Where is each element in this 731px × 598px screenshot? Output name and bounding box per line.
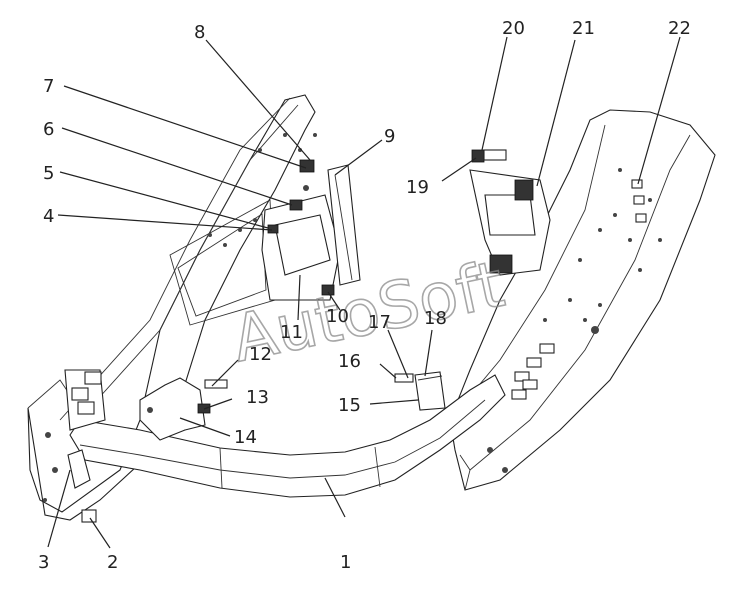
center-clip-assembly: [394, 371, 446, 411]
lower-corner-bracket: [64, 369, 106, 523]
callout-16: 16: [338, 351, 361, 372]
leader-lines: [47, 36, 681, 549]
callout-14: 14: [234, 427, 257, 448]
callout-3: 3: [38, 552, 49, 573]
callout-10: 10: [326, 306, 349, 327]
callout-13: 13: [246, 387, 269, 408]
callout-8: 8: [194, 22, 205, 43]
right-frame-rail: [449, 109, 716, 491]
callout-1: 1: [340, 552, 351, 573]
callout-22: 22: [668, 18, 691, 39]
cross-tube: [69, 374, 506, 498]
callouts: 1 2 3 4 5 6 7 8 9 10 11 12 13 14 15 16 1…: [38, 18, 691, 573]
callout-21: 21: [572, 18, 595, 39]
callout-12: 12: [249, 344, 272, 365]
left-bracket-assembly: [261, 159, 361, 301]
callout-20: 20: [502, 18, 525, 39]
callout-19: 19: [406, 177, 429, 198]
callout-15: 15: [338, 395, 361, 416]
callout-11: 11: [280, 322, 303, 343]
callout-9: 9: [384, 126, 395, 147]
right-bracket-assembly: [469, 149, 551, 276]
callout-6: 6: [43, 119, 54, 140]
callout-7: 7: [43, 76, 54, 97]
callout-18: 18: [424, 308, 447, 329]
callout-2: 2: [107, 552, 118, 573]
callout-5: 5: [43, 163, 54, 184]
callout-17: 17: [368, 312, 391, 333]
callout-4: 4: [43, 206, 54, 227]
lower-left-bracket: [139, 377, 228, 441]
